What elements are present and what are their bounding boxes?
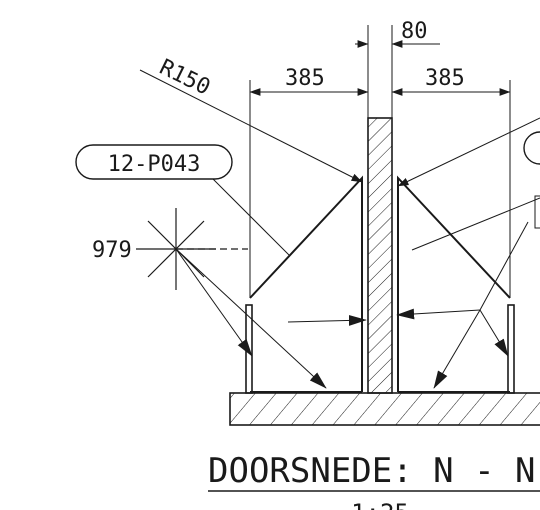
left-gusset [245, 175, 363, 394]
right-gusset [397, 175, 515, 394]
section-scale-text: 1:25 [351, 499, 409, 510]
weld-leaders-left [175, 248, 367, 389]
dimension-lines [249, 40, 511, 96]
weld-leaders-right [396, 221, 529, 389]
section-title-text: DOORSNEDE: N - N [208, 451, 536, 491]
radius-label: R150 [155, 55, 214, 101]
weld-number-label: 979 [92, 238, 132, 263]
balloon-partial [523, 131, 540, 165]
part-tag-label: 12-P043 [108, 152, 201, 177]
web-plate [367, 117, 393, 394]
dim-left-label: 385 [285, 66, 325, 91]
right-leaders [397, 117, 540, 251]
section-title: DOORSNEDE: N - N 1:25 [208, 451, 540, 510]
part-tag-balloon: 12-P043 [75, 144, 291, 257]
base-plate [229, 392, 540, 426]
dim-right-label: 385 [425, 66, 465, 91]
weld-symbol [136, 208, 248, 290]
dim-gap-label: 80 [401, 19, 428, 44]
